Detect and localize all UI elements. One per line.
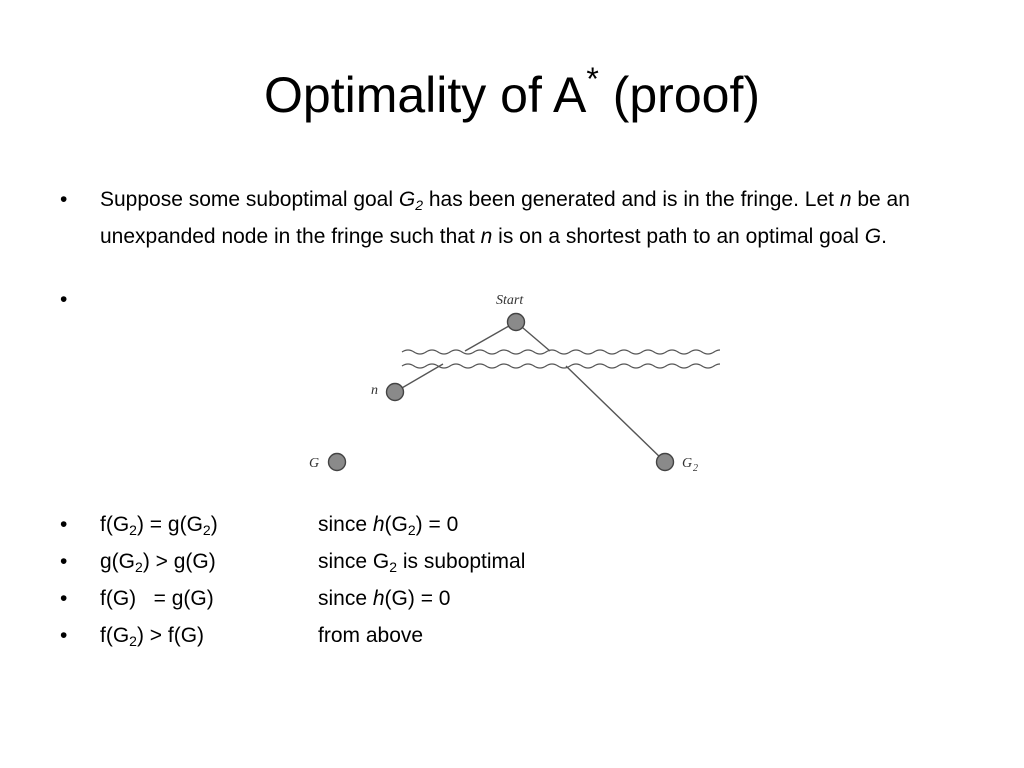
title-superscript: * bbox=[586, 61, 599, 97]
n-label: n bbox=[371, 383, 378, 398]
intro-n-symbol: n bbox=[839, 188, 852, 211]
intro-g-symbol: G bbox=[864, 225, 882, 248]
intro-part: . bbox=[881, 225, 887, 248]
bullet-marker: • bbox=[60, 513, 68, 536]
edge-to-n bbox=[394, 363, 444, 393]
g2-label: G bbox=[682, 456, 692, 471]
equation-lhs: g(G2) > g(G) bbox=[100, 550, 216, 575]
intro-g2-symbol: G bbox=[398, 188, 416, 211]
intro-part: be an unexpanded node in the fringe such… bbox=[100, 188, 910, 248]
fringe-wavy-line-bottom bbox=[401, 363, 720, 369]
bullet-marker: • bbox=[60, 624, 68, 647]
intro-part: Suppose some suboptimal goal bbox=[100, 188, 399, 211]
g2-label-subscript: 2 bbox=[693, 463, 698, 474]
search-tree-diagram: Start n G G 2 bbox=[309, 293, 720, 474]
bullet-marker: • bbox=[60, 587, 68, 610]
edge-start-left bbox=[464, 321, 517, 352]
intro-n-symbol: n bbox=[480, 225, 493, 248]
bullet-marker: • bbox=[60, 188, 68, 211]
intro-part: is on a shortest path to an optimal goal bbox=[492, 225, 865, 248]
equation-justification: since h(G2) = 0 bbox=[318, 513, 459, 538]
equation-lhs: f(G) = g(G) bbox=[100, 587, 214, 610]
fringe-wavy-line-top bbox=[401, 349, 720, 355]
g2-node bbox=[655, 452, 675, 472]
equation-lhs: f(G2) > f(G) bbox=[100, 624, 205, 649]
intro-part: has been generated and is in the fringe.… bbox=[423, 188, 840, 211]
g-label: G bbox=[309, 456, 319, 471]
intro-text: Suppose some suboptimal goal G2 has been… bbox=[100, 184, 980, 252]
title-main: Optimality of A bbox=[264, 67, 587, 123]
start-label: Start bbox=[496, 293, 524, 308]
g-node bbox=[327, 452, 347, 472]
slide-title: Optimality of A* (proof) bbox=[0, 61, 1024, 123]
start-node bbox=[506, 312, 526, 332]
equation-justification: since G2 is suboptimal bbox=[318, 550, 526, 575]
bullet-marker: • bbox=[60, 288, 68, 311]
intro-g2-subscript: 2 bbox=[415, 197, 423, 213]
equation-justification: since h(G) = 0 bbox=[318, 587, 451, 610]
equation-justification: from above bbox=[318, 624, 424, 647]
bullet-marker: • bbox=[60, 550, 68, 573]
edge-to-g2 bbox=[565, 365, 666, 463]
equation-lhs: f(G2) = g(G2) bbox=[100, 513, 218, 538]
n-node bbox=[385, 382, 405, 402]
title-rest: (proof) bbox=[612, 67, 760, 123]
